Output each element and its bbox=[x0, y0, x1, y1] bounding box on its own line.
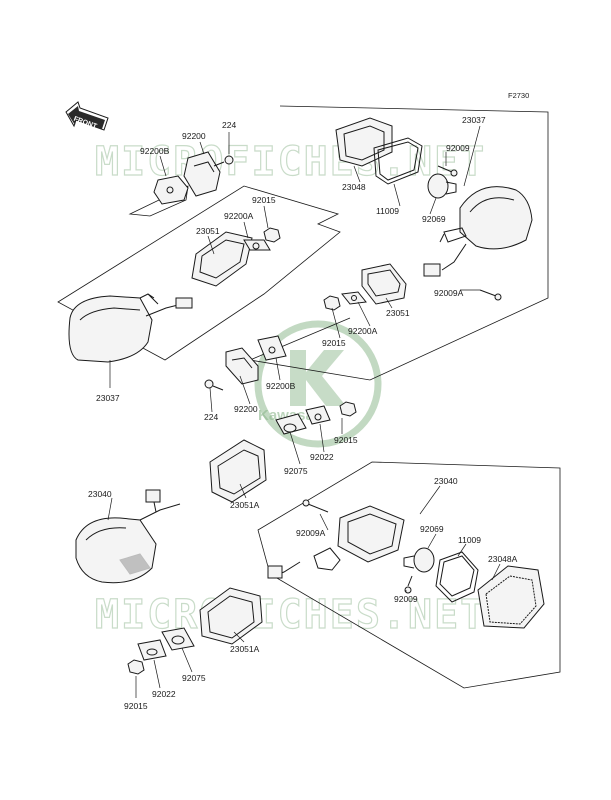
label-23040-right: 23040 bbox=[434, 476, 458, 486]
label-92015-mid2: 92015 bbox=[334, 435, 358, 445]
label-23040-left: 23040 bbox=[88, 489, 112, 499]
bracket-92200B-top bbox=[153, 175, 189, 205]
lens-23051A-bot bbox=[199, 587, 263, 645]
label-23048: 23048 bbox=[342, 182, 366, 192]
label-92200A-mid: 92200A bbox=[348, 326, 378, 336]
nut-92015-bot bbox=[127, 659, 145, 675]
screw-92009-bot bbox=[404, 575, 413, 594]
lens-23048A bbox=[477, 565, 545, 629]
label-23051A-bot: 23051A bbox=[230, 644, 260, 654]
label-92009A-bot: 92009A bbox=[296, 528, 326, 538]
label-11009-bot: 11009 bbox=[458, 535, 481, 545]
label-92075-mid: 92075 bbox=[284, 466, 308, 476]
bracket-92200B-mid bbox=[257, 335, 287, 361]
lens-23051-top bbox=[191, 231, 253, 287]
label-92075-bot: 92075 bbox=[182, 673, 206, 683]
label-92069-top: 92069 bbox=[422, 214, 446, 224]
label-11009-top: 11009 bbox=[376, 206, 399, 216]
label-92009-top: 92009 bbox=[446, 143, 470, 153]
label-23048A: 23048A bbox=[488, 554, 518, 564]
screw-92009A-top bbox=[479, 289, 502, 301]
washer-92075-mid bbox=[275, 413, 307, 435]
label-23051-top: 23051 bbox=[196, 226, 220, 236]
turn-signal-23040-left bbox=[75, 489, 181, 584]
label-92015-top: 92015 bbox=[252, 195, 276, 205]
label-23051A-mid: 23051A bbox=[230, 500, 260, 510]
figure-code: F2730 bbox=[508, 91, 529, 100]
gasket-11009-bot bbox=[435, 551, 479, 603]
screw-92009A-bot bbox=[302, 499, 329, 513]
washer-92200A-top bbox=[243, 239, 271, 251]
gasket-11009-top bbox=[373, 137, 423, 185]
watermark-bottom: MICROFICHES.NET bbox=[95, 592, 486, 638]
label-92009A-top: 92009A bbox=[434, 288, 464, 298]
lens-23051-mid bbox=[361, 263, 407, 305]
turn-signal-23037-left bbox=[68, 293, 193, 363]
label-92200B-mid: 92200B bbox=[266, 381, 296, 391]
leader-lines bbox=[107, 125, 501, 698]
label-92009-bot: 92009 bbox=[394, 594, 418, 604]
lens-23051A-mid bbox=[209, 439, 267, 503]
nut-92015-mid bbox=[323, 295, 341, 311]
label-92015-mid: 92015 bbox=[322, 338, 346, 348]
label-224-top: 224 bbox=[222, 120, 236, 130]
label-92200A-top: 92200A bbox=[224, 211, 254, 221]
label-92200-top: 92200 bbox=[182, 131, 206, 141]
washer-92022-bot bbox=[137, 639, 167, 661]
housing-lower-right bbox=[267, 505, 405, 579]
bracket-92200-mid bbox=[225, 347, 259, 385]
label-92015-bot: 92015 bbox=[124, 701, 148, 711]
screw-224-mid bbox=[204, 379, 224, 391]
front-arrow-icon: FRONT bbox=[65, 101, 109, 131]
nut-92015-mid2 bbox=[339, 401, 357, 417]
label-92022-bot: 92022 bbox=[152, 689, 176, 699]
nut-92015-top bbox=[263, 227, 281, 243]
washer-92200A-mid bbox=[341, 291, 367, 305]
frame-upper-left bbox=[57, 185, 341, 361]
bracket-92200-top bbox=[183, 151, 221, 197]
screw-92009-top bbox=[437, 165, 458, 177]
label-23037-right: 23037 bbox=[462, 115, 486, 125]
turn-signal-23037-right bbox=[423, 186, 533, 277]
bulb-92069-top bbox=[427, 173, 457, 199]
label-92022-mid: 92022 bbox=[310, 452, 334, 462]
bulb-92069-bot bbox=[403, 547, 435, 573]
washer-92075-bot bbox=[161, 627, 195, 651]
screw-224-top bbox=[213, 155, 234, 167]
label-23051-mid: 23051 bbox=[386, 308, 410, 318]
label-92200-mid: 92200 bbox=[234, 404, 258, 414]
label-224-mid: 224 bbox=[204, 412, 218, 422]
washer-92022-mid bbox=[305, 405, 331, 425]
label-92069-bot: 92069 bbox=[420, 524, 444, 534]
label-23037-left: 23037 bbox=[96, 393, 120, 403]
label-92200B-top: 92200B bbox=[140, 146, 170, 156]
